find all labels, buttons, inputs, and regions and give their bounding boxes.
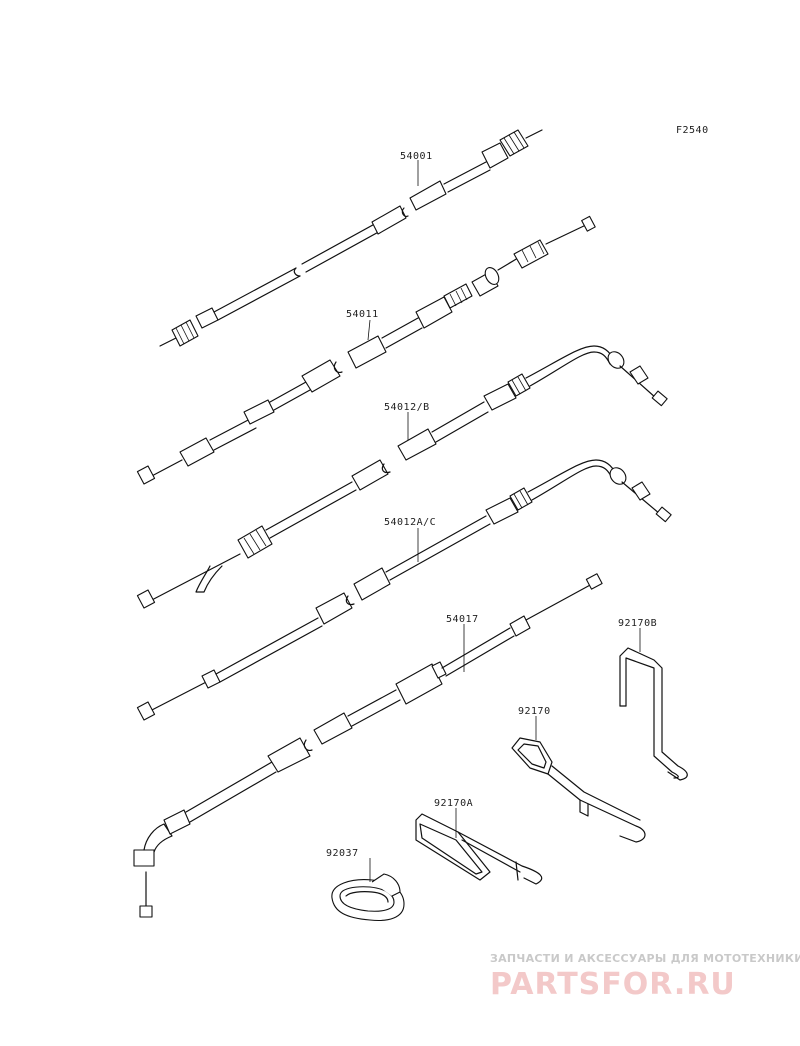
throttle-cable-b[interactable]: [136, 345, 668, 609]
speedometer-cable[interactable]: [159, 129, 543, 347]
diagram-code: F2540: [676, 125, 709, 136]
clutch-cable[interactable]: [136, 215, 596, 485]
watermark-tagline: ЗАПЧАСТИ И АКСЕССУАРЫ ДЛЯ МОТОТЕХНИКИ: [490, 952, 800, 965]
part-number-54012-ac: 54012A/C: [384, 517, 436, 528]
part-number-92170b: 92170B: [618, 618, 657, 629]
part-number-54001: 54001: [400, 151, 433, 162]
part-number-54012-b: 54012/B: [384, 402, 430, 413]
clamp-92170b[interactable]: [619, 647, 688, 781]
part-number-92170: 92170: [518, 706, 551, 717]
choke-cable[interactable]: [133, 573, 603, 918]
part-number-92037: 92037: [326, 848, 359, 859]
part-number-92170a: 92170A: [434, 798, 473, 809]
part-number-54017: 54017: [446, 614, 479, 625]
watermark-logo: PARTSFOR.RU: [490, 967, 736, 1002]
grommet-92037[interactable]: [331, 873, 405, 922]
clamp-92170[interactable]: [511, 737, 646, 843]
part-number-54011: 54011: [346, 309, 379, 320]
watermark: ЗАПЧАСТИ И АКСЕССУАРЫ ДЛЯ МОТОТЕХНИКИ PA…: [490, 952, 800, 1002]
throttle-cable-ac[interactable]: [136, 459, 672, 721]
clamp-92170a[interactable]: [415, 813, 543, 885]
